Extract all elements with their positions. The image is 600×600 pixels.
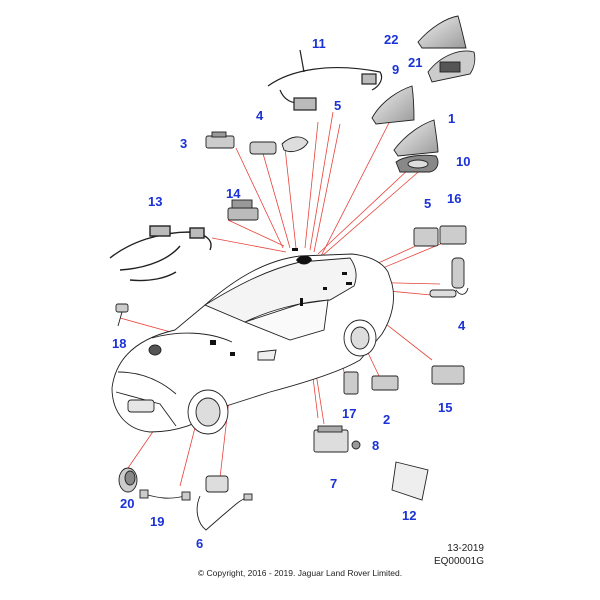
callout-13: 13 — [148, 194, 163, 209]
component-17-module — [343, 371, 359, 395]
component-10-gasket — [395, 154, 439, 173]
callout-9: 9 — [392, 62, 400, 77]
component-5-module — [413, 227, 439, 247]
callout-5-right: 5 — [424, 196, 432, 211]
callout-18: 18 — [112, 336, 127, 351]
callout-16: 16 — [447, 191, 462, 206]
component-20-speaker — [118, 467, 138, 493]
component-19-sensor — [139, 489, 191, 501]
component-14-module — [227, 199, 259, 221]
callout-4-top: 4 — [256, 108, 264, 123]
callout-6: 6 — [196, 536, 204, 551]
component-1-antenna — [393, 119, 439, 157]
callout-10: 10 — [456, 154, 471, 169]
callout-15: 15 — [438, 400, 453, 415]
component-2-module — [371, 375, 399, 391]
callout-2: 2 — [383, 412, 391, 427]
copyright-text: © Copyright, 2016 - 2019. Jaguar Land Ro… — [197, 568, 403, 578]
component-13-harness — [109, 225, 212, 282]
callout-19: 19 — [150, 514, 165, 529]
callout-14: 14 — [226, 186, 241, 201]
component-15-module — [431, 365, 465, 385]
component-11-harness — [267, 49, 383, 111]
component-4-camera — [249, 136, 309, 155]
mount-points — [210, 248, 352, 356]
component-8-bolt — [351, 440, 361, 450]
callout-4-right: 4 — [458, 318, 466, 333]
callout-20: 20 — [120, 496, 135, 511]
component-7-module — [313, 425, 349, 453]
callout-11: 11 — [312, 36, 326, 51]
car-outline — [111, 253, 394, 435]
callout-7: 7 — [330, 476, 338, 491]
callout-8: 8 — [372, 438, 380, 453]
drawing-code: EQ00001G — [433, 556, 484, 567]
component-4-seatbelt — [429, 257, 469, 298]
date-code: 13-2019 — [447, 543, 484, 554]
component-16-module — [439, 225, 467, 245]
component-21-antenna-base — [427, 50, 476, 83]
callout-5-top: 5 — [334, 98, 342, 113]
callout-21: 21 — [408, 55, 423, 70]
callout-3: 3 — [180, 136, 188, 151]
callout-12: 12 — [402, 508, 417, 523]
component-18-sensor — [115, 303, 129, 327]
callout-22: 22 — [384, 32, 399, 47]
component-6-sensor — [196, 475, 253, 531]
component-9-antenna-fin — [371, 85, 415, 125]
component-ring-piece — [148, 344, 162, 356]
component-12-pad — [391, 461, 429, 501]
component-3-module — [205, 131, 235, 149]
component-22-antenna-cover — [417, 15, 467, 49]
callout-17: 17 — [342, 406, 357, 421]
callout-1: 1 — [448, 111, 456, 126]
